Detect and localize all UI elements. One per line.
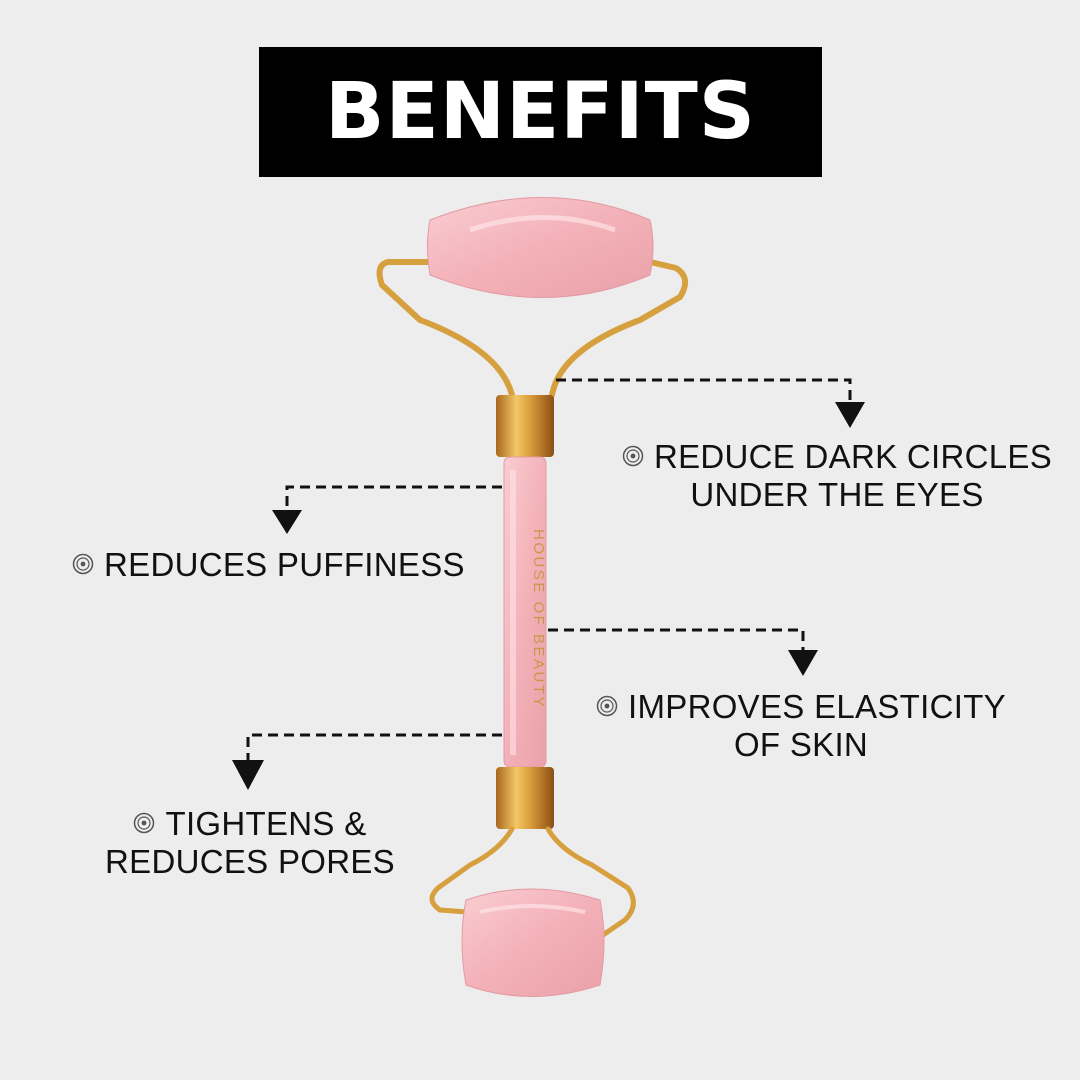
mandala-icon: [134, 812, 155, 834]
benefit-text: TIGHTENS &: [165, 805, 367, 842]
bottom-frame-wire: [429, 826, 636, 940]
benefit-line: OF SKIN: [733, 726, 869, 763]
benefit-text: IMPROVES ELASTICITY: [628, 688, 1006, 725]
leader-line-pores: [246, 733, 502, 760]
benefit-elasticity: IMPROVES ELASTICITY OF SKIN: [586, 688, 1016, 764]
arrow-head-dark-circles: [835, 402, 865, 428]
benefit-puffiness: REDUCES PUFFINESS: [72, 546, 492, 584]
leader-line-dark-circles: [556, 378, 852, 402]
arrow-head-puffiness: [272, 510, 302, 534]
benefit-line: IMPROVES ELASTICITY: [586, 688, 1016, 726]
roller-handle: [496, 395, 554, 829]
benefit-pores: TIGHTENS & REDUCES PORES: [100, 805, 400, 881]
mandala-icon: [72, 553, 94, 575]
top-frame-wire: [376, 259, 689, 398]
title-banner: BENEFITS: [259, 47, 822, 177]
benefit-line: REDUCES PORES: [105, 843, 395, 880]
page-title: BENEFITS: [325, 67, 756, 157]
benefit-text: REDUCE DARK CIRCLES: [653, 438, 1053, 475]
mandala-icon: [596, 695, 618, 717]
bottom-roller-stone: [461, 888, 605, 997]
leader-line-elasticity: [548, 628, 805, 650]
benefit-line: UNDER THE EYES: [690, 476, 984, 513]
leader-line-puffiness: [285, 485, 502, 510]
benefit-line: REDUCE DARK CIRCLES: [612, 438, 1062, 476]
handle-engraving: HOUSE OF BEAUTY: [530, 529, 547, 710]
top-roller-stone: [427, 197, 654, 298]
benefit-line: REDUCES PUFFINESS: [72, 546, 492, 584]
mandala-icon: [622, 445, 644, 467]
benefit-dark-circles: REDUCE DARK CIRCLES UNDER THE EYES: [612, 438, 1062, 514]
benefit-text: REDUCES PUFFINESS: [104, 546, 465, 583]
arrow-head-elasticity: [788, 650, 818, 676]
benefit-line: TIGHTENS &: [100, 805, 400, 843]
arrow-head-pores: [232, 760, 264, 790]
